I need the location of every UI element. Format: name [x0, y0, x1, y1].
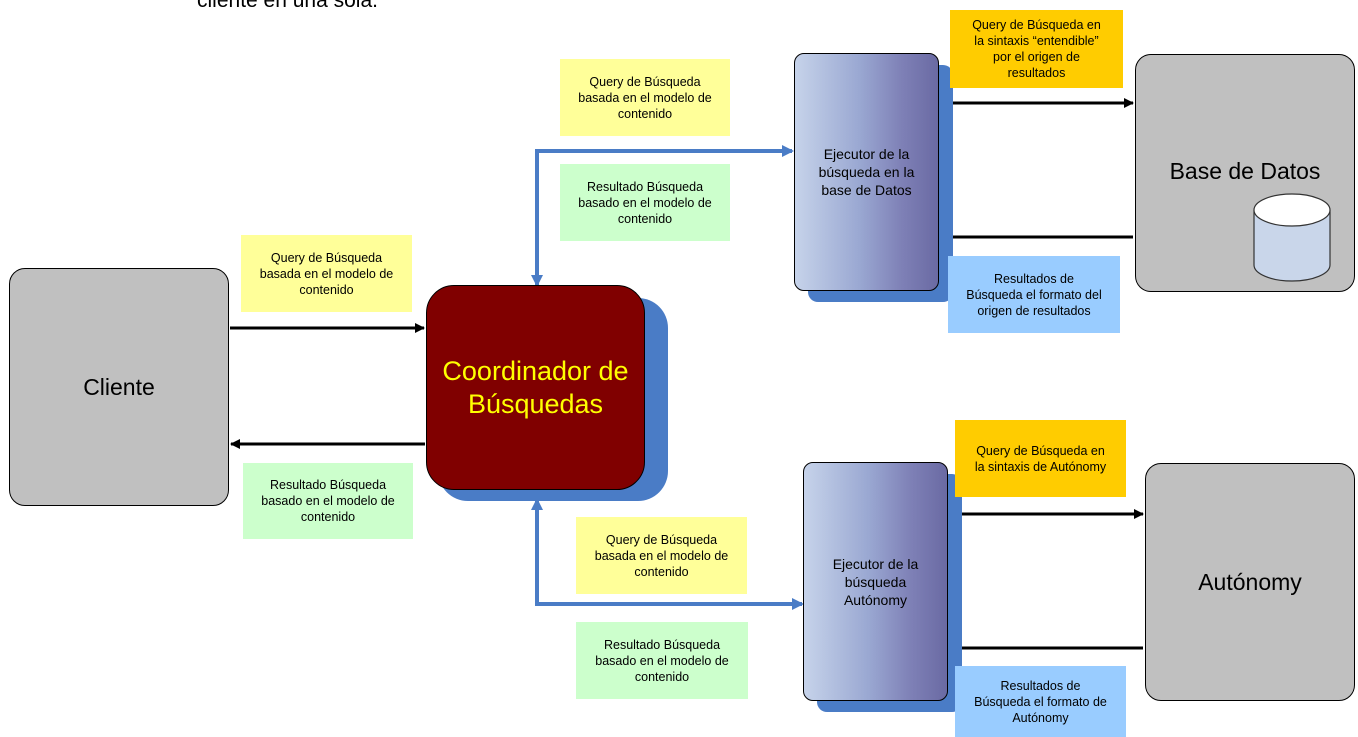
aut-query-note: Query de Búsqueda basada en el modelo de…	[576, 517, 747, 594]
coordinador-label: Coordinador de Búsquedas	[442, 355, 629, 419]
cliente-node: Cliente	[9, 268, 229, 506]
ejecutor-autonomy-label: Ejecutor de la búsqueda Autónomy	[832, 555, 919, 608]
autonomy-node: Autónomy	[1145, 463, 1355, 701]
ejecutor-db-node: Ejecutor de la búsqueda en la base de Da…	[794, 53, 939, 291]
intro-text: cliente en una sola.	[197, 0, 378, 12]
aut-native-query-note: Query de Búsqueda en la sintaxis de Autó…	[955, 420, 1126, 497]
cliente-label: Cliente	[83, 373, 155, 400]
ejecutor-db-label: Ejecutor de la búsqueda en la base de Da…	[818, 146, 915, 198]
base-datos-label: Base de Datos	[1169, 158, 1321, 184]
db-native-query-note: Query de Búsqueda en la sintaxis “entend…	[950, 10, 1123, 88]
db-native-result-note: Resultados de Búsqueda el formato del or…	[948, 256, 1120, 333]
aut-native-result-note: Resultados de Búsqueda el formato de Aut…	[955, 666, 1126, 737]
coordinador-node: Coordinador de Búsquedas	[426, 285, 645, 490]
client-query-note: Query de Búsqueda basada en el modelo de…	[241, 235, 412, 312]
db-result-note: Resultado Búsqueda basado en el modelo d…	[560, 164, 730, 241]
autonomy-label: Autónomy	[1198, 568, 1302, 595]
aut-result-note: Resultado Búsqueda basado en el modelo d…	[576, 622, 748, 699]
client-result-note: Resultado Búsqueda basado en el modelo d…	[243, 463, 413, 539]
ejecutor-autonomy-node: Ejecutor de la búsqueda Autónomy	[803, 462, 948, 701]
database-icon	[1253, 193, 1331, 282]
db-query-note: Query de Búsqueda basada en el modelo de…	[560, 59, 730, 136]
